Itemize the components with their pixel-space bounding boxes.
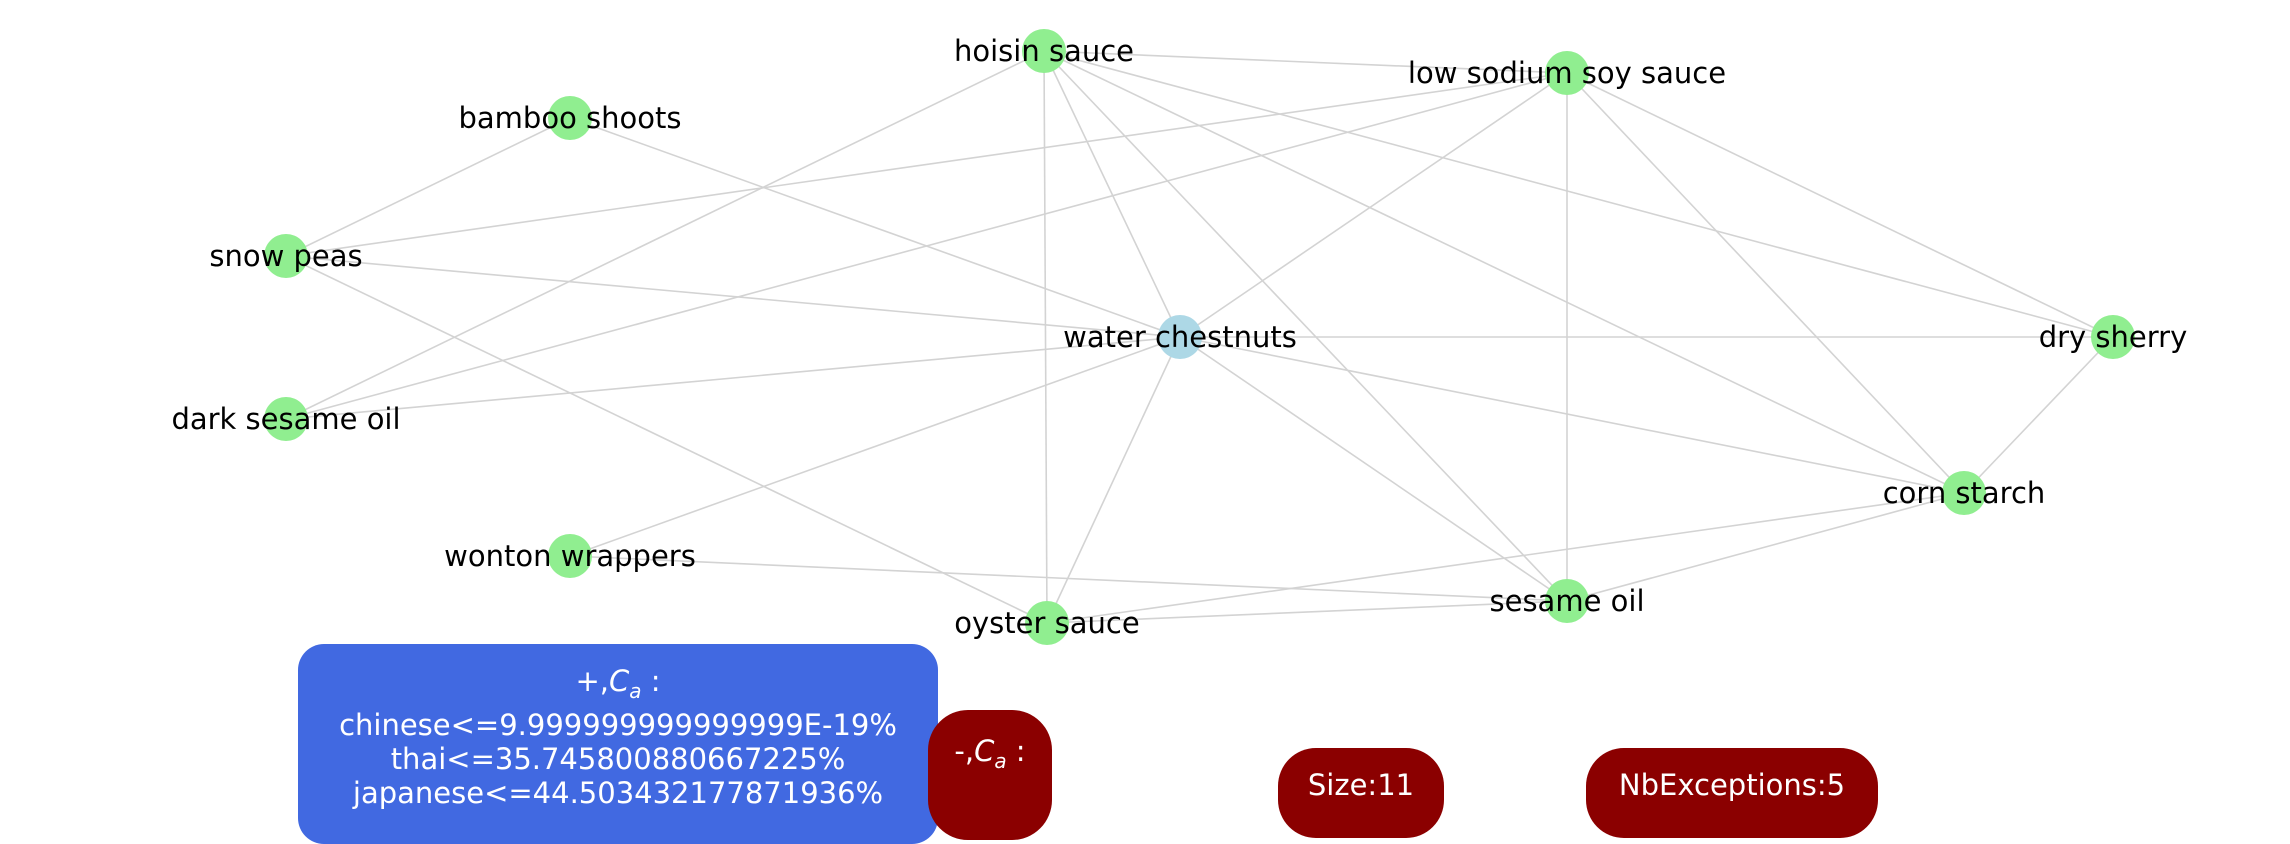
rule-condition-japanese: japanese<=44.503432177871936% (352, 775, 884, 810)
node-marker (2091, 315, 2135, 359)
edge-snow-peas-oyster-sauce (285, 255, 1048, 624)
node-label: oyster sauce (954, 606, 1139, 640)
edge-bamboo-shoots-snow-peas (285, 117, 571, 257)
exceptions-badge: NbExceptions:5 (1586, 748, 1878, 838)
node-marker (1545, 579, 1589, 623)
node-label: wonton wrappers (444, 539, 696, 573)
edge-hoisin-sauce-oyster-sauce (1043, 50, 1048, 624)
node-sesame-oil: sesame oil (1490, 579, 1645, 623)
node-label: hoisin sauce (954, 34, 1134, 68)
node-label: water chestnuts (1063, 320, 1297, 354)
rule-condition-chinese: chinese<=9.999999999999999E-19% (339, 707, 897, 742)
edge-hoisin-sauce-sesame-oil (1043, 50, 1568, 602)
negative-rule-box: -,Ca : (928, 710, 1052, 840)
edge-oyster-sauce-sesame-oil (1046, 600, 1568, 624)
edge-dark-sesame-oil-water-chestnuts (285, 336, 1181, 420)
node-hoisin-sauce: hoisin sauce (954, 29, 1134, 73)
edge-layer (285, 50, 2114, 624)
node-label: low sodium soy sauce (1408, 56, 1726, 90)
edge-low-sodium-soy-sauce-corn-starch (1566, 72, 1965, 494)
node-label: snow peas (209, 239, 362, 273)
size-label: Size:11 (1307, 768, 1415, 802)
edge-dry-sherry-corn-starch (1963, 336, 2114, 494)
node-marker (1022, 29, 1066, 73)
edge-water-chestnuts-sesame-oil (1179, 336, 1568, 602)
edge-hoisin-sauce-corn-starch (1043, 50, 1965, 494)
node-label: sesame oil (1490, 584, 1645, 618)
node-label: corn starch (1883, 476, 2046, 510)
ingredient-network: hoisin sauce low sodium soy sauce bamboo s… (171, 29, 2187, 645)
node-marker (548, 96, 592, 140)
node-dark-sesame-oil: dark sesame oil (171, 397, 401, 441)
node-wonton-wrappers: wonton wrappers (444, 534, 696, 578)
node-label: bamboo shoots (459, 101, 682, 135)
node-snow-peas: snow peas (209, 234, 363, 278)
node-bamboo-shoots: bamboo shoots (459, 96, 682, 140)
edge-low-sodium-soy-sauce-water-chestnuts (1179, 72, 1568, 338)
node-layer: hoisin sauce low sodium soy sauce bamboo s… (171, 29, 2187, 645)
node-label: dark sesame oil (171, 402, 400, 436)
positive-rule-box: +,Ca : chinese<=9.999999999999999E-19% t… (298, 644, 938, 844)
edge-hoisin-sauce-low-sodium-soy-sauce (1043, 50, 1568, 74)
edge-wonton-wrappers-water-chestnuts (569, 336, 1181, 557)
node-water-chestnuts: water chestnuts (1063, 315, 1297, 359)
node-oyster-sauce: oyster sauce (954, 601, 1140, 645)
node-label: dry sherry (2039, 320, 2188, 354)
node-marker (548, 534, 592, 578)
edge-corn-starch-sesame-oil (1566, 492, 1965, 602)
edge-hoisin-sauce-dark-sesame-oil (285, 50, 1045, 420)
negative-rule-header: -,Ca : (954, 734, 1026, 773)
edge-hoisin-sauce-water-chestnuts (1043, 50, 1181, 338)
rule-condition-thai: thai<=35.745800880667225% (390, 741, 846, 776)
node-marker (1942, 471, 1986, 515)
edge-low-sodium-soy-sauce-dry-sherry (1566, 72, 2114, 338)
edge-bamboo-shoots-water-chestnuts (569, 117, 1181, 338)
node-dry-sherry: dry sherry (2039, 315, 2188, 359)
edge-water-chestnuts-oyster-sauce (1046, 336, 1181, 624)
edge-corn-starch-oyster-sauce (1046, 492, 1965, 624)
edge-hoisin-sauce-dry-sherry (1043, 50, 2114, 338)
edge-low-sodium-soy-sauce-snow-peas (285, 72, 1568, 257)
node-marker (1545, 51, 1589, 95)
node-marker (264, 234, 308, 278)
node-corn-starch: corn starch (1883, 471, 2046, 515)
exceptions-label: NbExceptions:5 (1618, 768, 1846, 802)
size-badge: Size:11 (1278, 748, 1444, 838)
node-low-sodium-soy-sauce: low sodium soy sauce (1408, 51, 1726, 95)
node-marker (264, 397, 308, 441)
node-marker (1158, 315, 1202, 359)
edge-snow-peas-water-chestnuts (285, 255, 1181, 338)
positive-rule-header: +,Ca : (575, 664, 661, 703)
edge-water-chestnuts-corn-starch (1179, 336, 1965, 494)
node-marker (1025, 601, 1069, 645)
